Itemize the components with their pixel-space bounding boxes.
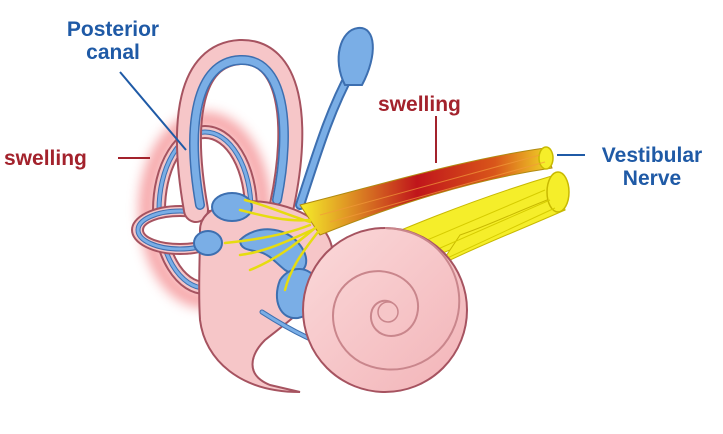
leader-lines [118, 71, 585, 163]
label-swelling-top: swelling [378, 93, 461, 116]
vestibular-nerve-bundle [299, 146, 554, 236]
label-posterior-canal: Posterior canal [48, 18, 178, 64]
posterior-canal-loop [176, 39, 304, 223]
label-swelling-left: swelling [4, 147, 87, 170]
cochlea [302, 227, 468, 393]
label-vestibular-nerve-line1: Vestibular [601, 144, 703, 167]
label-vestibular-nerve-line2: Nerve [622, 167, 682, 190]
nerve-fibers [223, 198, 320, 292]
label-posterior-canal-line2: canal [86, 41, 140, 64]
label-vestibular-nerve: Vestibular Nerve [586, 144, 718, 190]
endolymphatic-duct [295, 26, 374, 210]
label-posterior-canal-line1: Posterior [66, 18, 160, 41]
